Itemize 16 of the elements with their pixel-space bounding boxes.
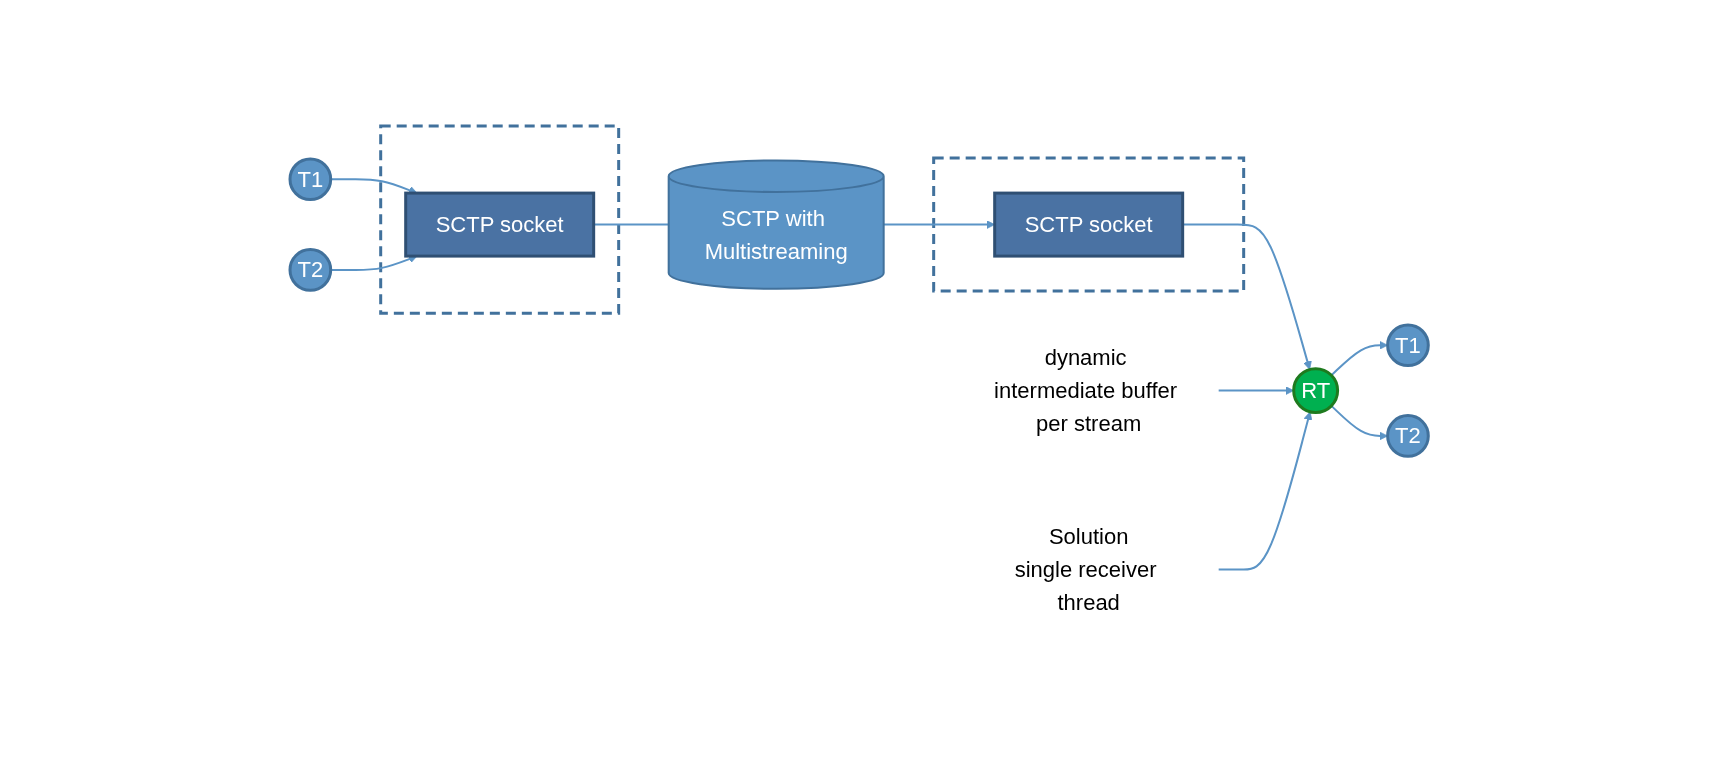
node-circle: T1 (1385, 323, 1430, 368)
node-text: Solution single receiver thread (1014, 524, 1157, 616)
node-circle: T2 (288, 248, 333, 292)
node-circle: T2 (1385, 414, 1430, 458)
arrow (1217, 386, 1294, 395)
node-text: dynamic intermediate buffer per stream (993, 345, 1177, 437)
node-circle: RT (1292, 367, 1339, 414)
cluster (379, 124, 620, 315)
node-box: SCTP socket (404, 191, 595, 258)
arrow (882, 220, 995, 229)
arrow (1330, 404, 1388, 441)
node-box: SCTP socket (993, 191, 1184, 258)
arrow (1217, 411, 1313, 571)
node-circle: T1 (288, 157, 333, 202)
arrow (1330, 340, 1388, 377)
cluster (932, 156, 1245, 293)
